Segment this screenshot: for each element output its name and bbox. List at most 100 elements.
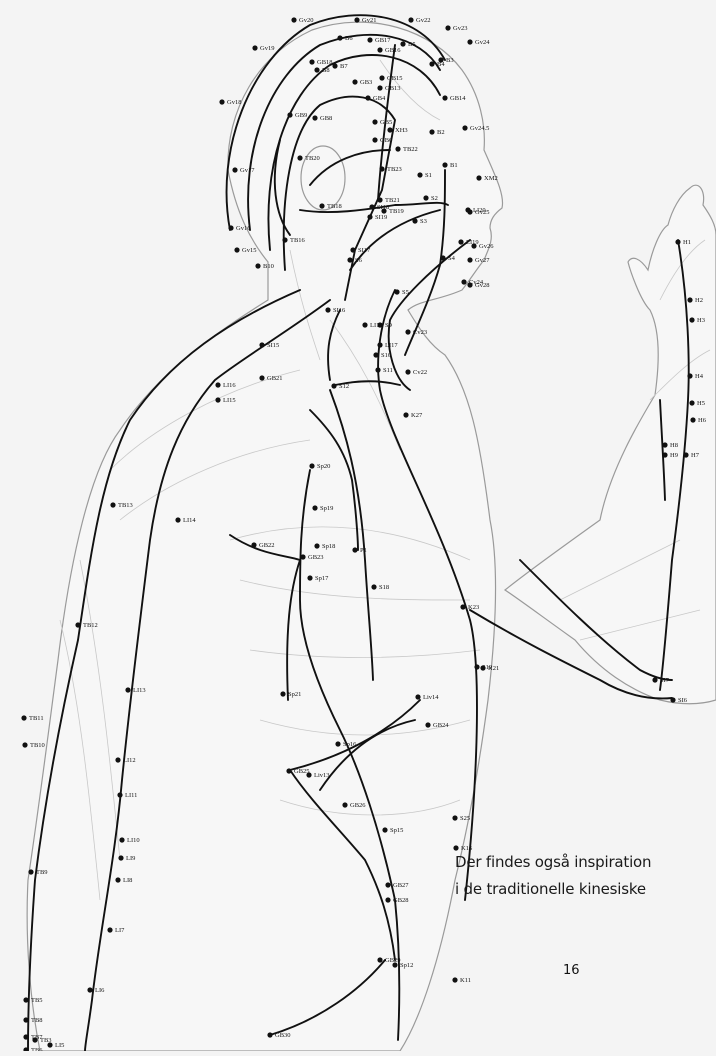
acupoint-dot (255, 263, 260, 268)
acupoint-dot (23, 1017, 28, 1022)
acupoint-label: TB6 (31, 1047, 43, 1051)
acupoint-label: B1 (450, 162, 458, 169)
acupoint-label: GB8 (320, 115, 332, 122)
acupoint-label: S3 (420, 218, 427, 225)
acupoint-label: Sp15 (390, 827, 403, 834)
acupoint-label: Gv22 (416, 17, 430, 24)
acupoint-dot (115, 757, 120, 762)
acupoint-dot (377, 197, 382, 202)
acupoint-dot (307, 575, 312, 580)
acupoint-label: LI15 (223, 397, 236, 404)
acupoint-dot (347, 257, 352, 262)
acupoint-label: LI8 (123, 877, 132, 884)
acupoint-dot (461, 279, 466, 284)
acupoint-label: B6 (345, 35, 353, 42)
acupoint-dot (335, 741, 340, 746)
acupoint-dot (118, 855, 123, 860)
acupoint-tb5: TB5 (23, 997, 42, 1004)
acupoint-label: Sp18 (322, 543, 335, 550)
acupoint-label: S11 (383, 367, 393, 374)
acupoint-label: Sp20 (317, 463, 330, 470)
page-number: 16 (563, 963, 580, 978)
acupoint-tb11: TB11 (21, 715, 43, 722)
acupoint-dot (377, 322, 382, 327)
acupoint-label: H5 (697, 400, 705, 407)
acupoint-dot (354, 17, 359, 22)
acupoint-dot (453, 845, 458, 850)
acupoint-dot (314, 67, 319, 72)
acupoint-label: SI17 (358, 247, 371, 254)
acupoint-dot (372, 137, 377, 142)
acupoint-label: Cv23 (413, 329, 427, 336)
acupoint-dot (377, 85, 382, 90)
acupoint-dot (300, 554, 305, 559)
acupoint-dot (342, 802, 347, 807)
acupoint-label: P1 (360, 547, 367, 554)
acupoint-label: GB4 (373, 95, 386, 102)
acupoint-k11: K11 (452, 977, 471, 984)
acupoint-dot (458, 239, 463, 244)
acupoint-label: S5 (402, 289, 409, 296)
acupoint-gv15: Gv15 (234, 247, 256, 254)
acupoint-label: TB23 (387, 166, 402, 173)
acupoint-dot (125, 687, 130, 692)
acupoint-gv20: Gv20 (291, 17, 313, 24)
acupoint-dot (452, 815, 457, 820)
acupoint-dot (670, 697, 675, 702)
acupoint-gv16: Gv16 (228, 225, 251, 232)
acupoint-dot (394, 289, 399, 294)
acupoint-dot (280, 691, 285, 696)
acupoint-label: TB8 (31, 1017, 43, 1024)
acupoint-label: TB10 (30, 742, 45, 749)
acupoint-dot (687, 373, 692, 378)
acupoint-dot (385, 897, 390, 902)
acupoint-label: H3 (697, 317, 705, 324)
acupoint-label: H9 (670, 452, 678, 459)
acupoint-label: LI6 (95, 987, 105, 994)
acupoint-label: H1 (683, 239, 691, 246)
acupoint-dot (438, 57, 443, 62)
acupoint-label: TB22 (403, 146, 418, 153)
acupoint-dot (467, 257, 472, 262)
acupoint-gv24: Gv24 (467, 39, 490, 46)
acupoint-label: Liv13 (314, 772, 330, 779)
acupoint-label: S1 (425, 172, 432, 179)
acupoint-label: Gv27 (475, 257, 490, 264)
acupoint-dot (474, 664, 479, 669)
acupoint-dot (377, 342, 382, 347)
acupoint-dot (117, 792, 122, 797)
acupoint-dot (22, 742, 27, 747)
acupoint-label: B3 (446, 57, 454, 64)
acupoint-label: SI15 (267, 342, 279, 349)
acupoint-label: GB24 (433, 722, 449, 729)
acupoint-label: GB28 (393, 897, 409, 904)
acupoint-dot (375, 367, 380, 372)
acupoint-label: K11 (460, 977, 471, 984)
acupoint-dot (75, 622, 80, 627)
acupoint-dot (373, 352, 378, 357)
acupoint-dot (445, 25, 450, 30)
acupoint-dot (107, 927, 112, 932)
acupoint-label: TB18 (327, 203, 342, 210)
acupoint-dot (689, 400, 694, 405)
acupoint-label: Sp16 (343, 741, 357, 748)
acupoint-label: Sp17 (315, 575, 329, 582)
acupoint-label: K23 (468, 604, 479, 611)
acupoint-dot (683, 452, 688, 457)
acupoint-dot (337, 35, 342, 40)
acupoint-label: LI19 (466, 239, 479, 246)
acupoint-label: TB3 (40, 1037, 52, 1044)
acupoint-label: GB30 (275, 1032, 291, 1039)
acupoint-gv23: Gv23 (445, 25, 467, 32)
acupoint-label: TB19 (389, 208, 404, 215)
acupoint-label: Gv16 (236, 225, 251, 232)
acupoint-label: GB18 (317, 59, 333, 66)
acupoint-dot (429, 61, 434, 66)
acupoint-dot (21, 715, 26, 720)
acupoint-dot (259, 375, 264, 380)
caption-line-2: i de traditionelle kinesiske (455, 880, 646, 898)
acupoint-gv19: Gv19 (252, 45, 274, 52)
acupoint-gv22: Gv22 (408, 17, 430, 24)
acupoint-label: Gv19 (260, 45, 274, 52)
acupoint-dot (442, 95, 447, 100)
